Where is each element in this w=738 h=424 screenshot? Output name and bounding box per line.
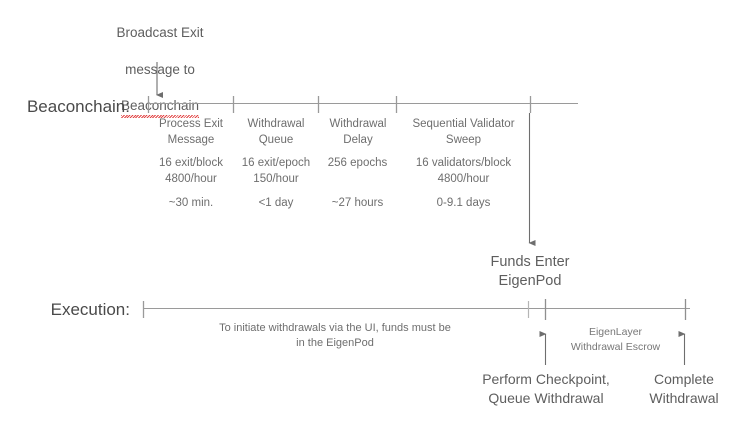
- complete-withdrawal-label: Complete Withdrawal: [649, 371, 719, 406]
- eigenlayer-escrow-note: EigenLayer Withdrawal Escrow: [570, 326, 661, 353]
- segment-rate-2: 256 epochs: [327, 157, 388, 169]
- segment-duration-1: <1 day: [258, 197, 294, 209]
- execution-note: To initiate withdrawals via the UI, fund…: [219, 322, 451, 350]
- broadcast-exit-note: Broadcast Exit message to Beaconchain: [100, 6, 220, 119]
- broadcast-exit-line2: message to: [125, 61, 195, 77]
- row-label-execution: Execution:: [50, 300, 130, 319]
- execution-timeline: [142, 299, 690, 320]
- segment-duration-0: ~30 min.: [168, 197, 214, 209]
- beaconchain-timeline: [147, 96, 578, 113]
- segment-title-3: Sequential Validator Sweep: [412, 118, 515, 146]
- segment-title-2: Withdrawal Delay: [329, 118, 387, 146]
- segment-rate-3: 16 validators/block 4800/hour: [415, 157, 512, 185]
- beaconchain-misspelled-word: Beaconchain: [120, 97, 200, 119]
- broadcast-exit-line1: Broadcast Exit: [116, 25, 204, 41]
- segment-duration-2: ~27 hours: [331, 197, 384, 209]
- funds-enter-eigenpod-label: Funds Enter EigenPod: [490, 254, 570, 289]
- row-label-beaconchain: Beaconchain:: [26, 97, 130, 116]
- segment-title-1: Withdrawal Queue: [247, 118, 305, 146]
- segment-rate-0: 16 exit/block 4800/hour: [159, 157, 223, 185]
- segment-rate-1: 16 exit/epoch 150/hour: [241, 157, 311, 185]
- perform-checkpoint-label: Perform Checkpoint, Queue Withdrawal: [482, 371, 610, 406]
- segment-title-0: Process Exit Message: [159, 118, 223, 146]
- segment-duration-3: 0-9.1 days: [436, 197, 491, 209]
